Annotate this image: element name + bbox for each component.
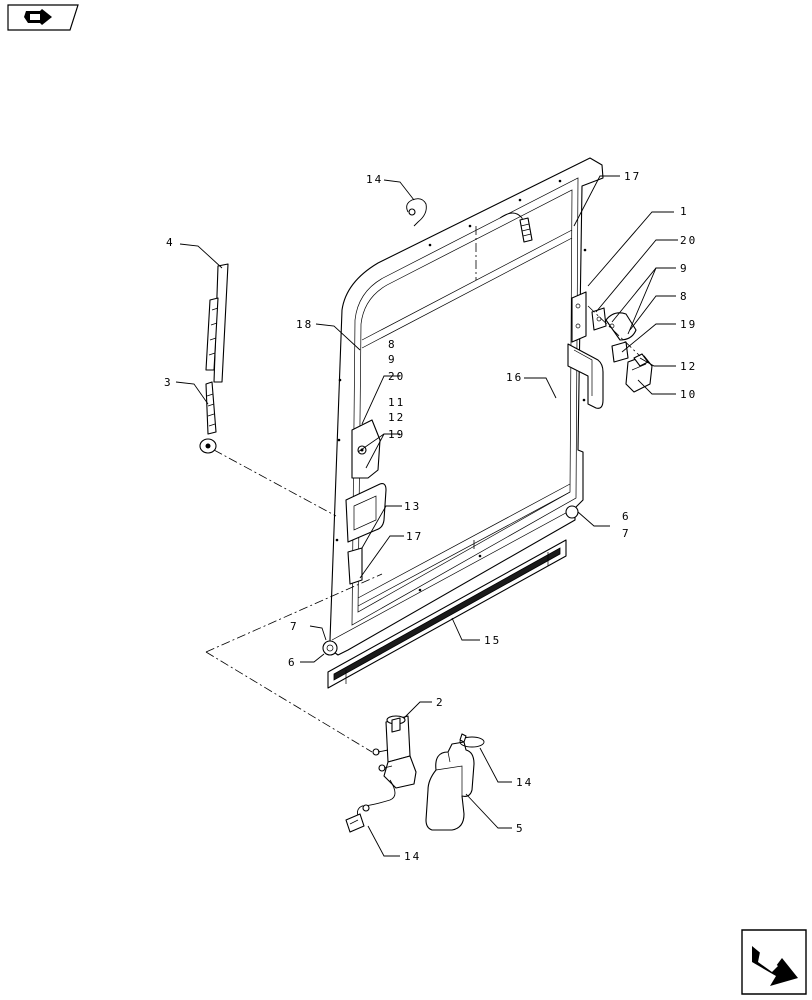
callout-6-right: 6 [622,510,631,523]
callout-7-right: 7 [622,527,631,540]
previous-page-arrow-icon[interactable] [7,4,79,31]
callout-2: 2 [436,696,445,709]
callout-17-top: 17 [624,170,641,183]
callout-11: 11 [388,396,405,409]
callout-15: 15 [484,634,501,647]
assembly-lines [205,226,641,753]
next-page-arrow-icon[interactable] [741,929,807,995]
callout-8-left: 8 [388,338,397,351]
callout-19-right: 19 [680,318,697,331]
callout-16: 16 [506,371,523,384]
roller-right [565,505,579,519]
callout-4: 4 [166,236,175,249]
bottle-clamp [459,733,485,748]
callout-7-left: 7 [290,620,299,633]
wiring-connector [345,804,370,833]
callout-1: 1 [680,205,689,218]
leader-lines [175,175,678,857]
wiper-arm [199,381,217,454]
callout-5: 5 [516,822,525,835]
hose-clamp-top [406,198,427,227]
callout-14-connector: 14 [404,850,421,863]
washer-pump [361,715,417,807]
callout-19-left: 19 [388,428,405,441]
door-frame [329,157,604,656]
callout-20-left: 20 [388,370,405,383]
callout-3: 3 [164,376,173,389]
callout-18: 18 [296,318,313,331]
grab-handle-right [567,343,604,409]
callout-12-right: 12 [680,360,697,373]
washer-bottle [425,741,475,831]
callout-labels: 14 17 1 20 9 8 19 12 10 4 18 16 3 8 9 20… [164,170,697,863]
roller-left [322,640,338,656]
callout-9-left: 9 [388,353,397,366]
callout-6-left: 6 [288,656,297,669]
callout-9-right: 9 [680,262,689,275]
wiper-mount-bracket [345,419,387,585]
wiper-blade [205,263,229,383]
callout-12-left: 12 [388,411,405,424]
callout-14-top: 14 [366,173,383,186]
seal-strip [327,539,567,689]
callout-14-bottle: 14 [516,776,533,789]
washer-hose [499,212,533,243]
callout-13: 13 [404,500,421,513]
hinge-plate [571,291,587,343]
callout-20-right: 20 [680,234,697,247]
callout-17-bottom: 17 [406,530,423,543]
callout-10: 10 [680,388,697,401]
callout-8-right: 8 [680,290,689,303]
